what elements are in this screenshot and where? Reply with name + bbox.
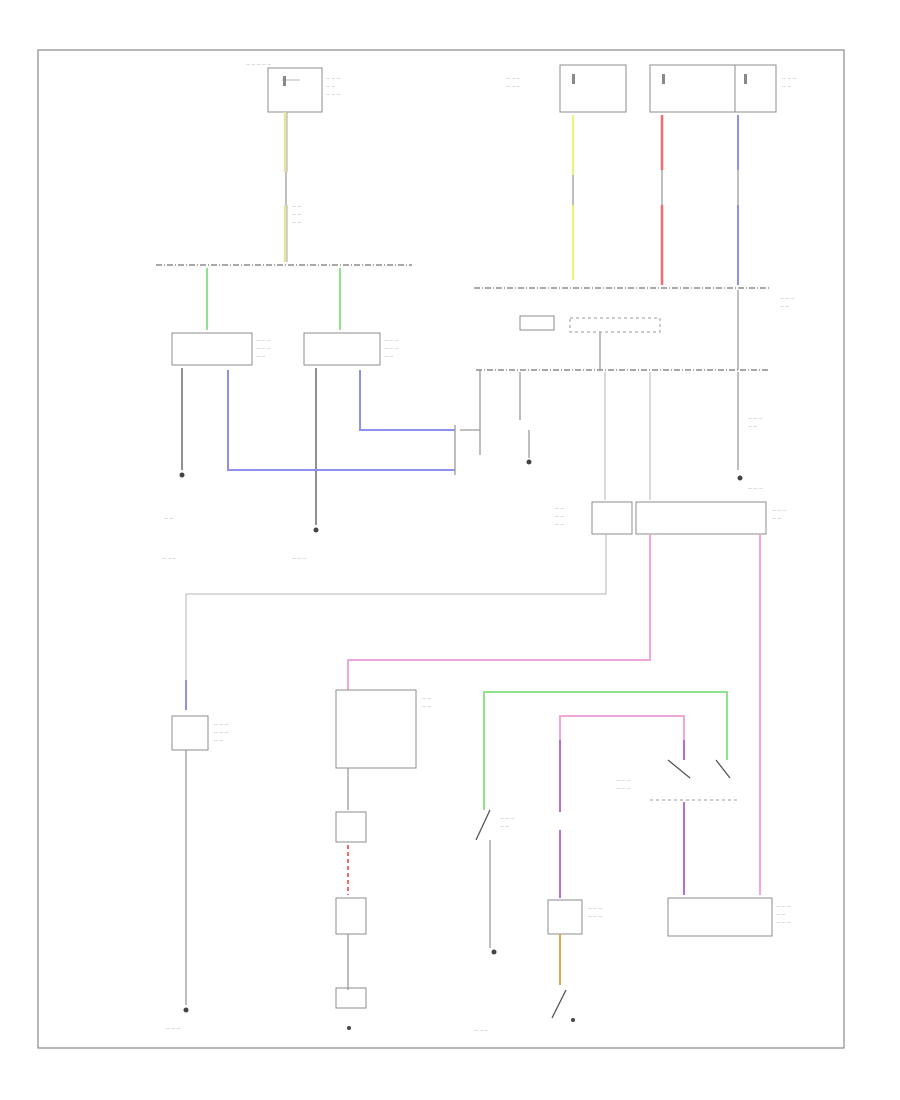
ground-2: [313, 527, 319, 533]
svg-text:— —: — —: [164, 516, 173, 521]
svg-text:— — —: — — —: [616, 778, 631, 783]
ground-8: [571, 1018, 575, 1022]
svg-text:— — —: — — —: [384, 346, 399, 351]
svg-text:— — —: — — —: [256, 338, 271, 343]
svg-text:— — —: — — —: [162, 556, 177, 561]
svg-text:— —: — —: [555, 514, 564, 519]
svg-text:— — —: — — —: [506, 76, 521, 81]
ground-7: [491, 949, 497, 955]
svg-text:— — —: — — —: [474, 1028, 489, 1033]
svg-text:— —: — —: [780, 304, 789, 309]
svg-text:— —: — —: [555, 506, 564, 511]
svg-text:— —: — —: [555, 522, 564, 527]
svg-text:— — —: — — —: [748, 416, 763, 421]
fuse-box-top-middle: — — — — — —: [506, 64, 627, 113]
relay-center-left: — — — — — — — —: [303, 332, 399, 366]
svg-text:— — —: — — —: [292, 556, 307, 561]
svg-text:— — —: — — —: [588, 906, 603, 911]
svg-text:— — —: — — —: [782, 76, 797, 81]
svg-text:— — —: — — —: [256, 346, 271, 351]
svg-text:— — —: — — —: [384, 338, 399, 343]
ground-6: [347, 1026, 351, 1030]
svg-text:— — —: — — —: [588, 914, 603, 919]
svg-text:— — —: — — —: [214, 730, 229, 735]
ground-4: [737, 475, 743, 481]
sensor-left-column: — — — — — — — —: [171, 715, 229, 751]
svg-text:— — —: — — —: [772, 508, 787, 513]
diagram-frame: [37, 49, 845, 1049]
svg-text:— — — — —: — — — — —: [246, 62, 271, 67]
svg-text:— — —: — — —: [776, 920, 791, 925]
svg-text:— — —: — — —: [780, 296, 795, 301]
svg-text:— —: — —: [422, 696, 431, 701]
svg-text:— —: — —: [214, 738, 223, 743]
svg-text:— —: — —: [422, 704, 431, 709]
svg-text:— —: — —: [500, 824, 509, 829]
svg-text:— — —: — — —: [748, 486, 763, 491]
wire-pink-center: [347, 534, 651, 690]
wire-gray-long: [185, 534, 607, 690]
svg-text:— —: — —: [748, 424, 757, 429]
svg-text:— —: — —: [772, 516, 781, 521]
svg-text:— — —: — — —: [326, 76, 341, 81]
ground-1: [179, 472, 185, 478]
fuse-box-top-right: — — — — —: [649, 64, 797, 113]
svg-text:— — —: — — —: [500, 816, 515, 821]
svg-text:— — —: — — —: [506, 84, 521, 89]
svg-text:— — —: — — —: [776, 904, 791, 909]
wire-green-lower: [483, 691, 728, 810]
svg-text:— —: — —: [292, 204, 301, 209]
fuse-box-top-left: — — — — — — — — — — — — —: [246, 62, 341, 113]
svg-text:— —: — —: [384, 354, 393, 359]
switch-lower-middle: — — — — — — — —: [474, 809, 515, 1033]
svg-text:— —: — —: [292, 220, 301, 225]
svg-text:— —: — —: [292, 212, 301, 217]
svg-text:— — —: — — —: [214, 722, 229, 727]
svg-text:— — —: — — —: [326, 92, 341, 97]
wire-blue-2: [359, 370, 455, 431]
junction-connector-right: [519, 290, 739, 370]
wire-yellow-left: [283, 112, 288, 262]
control-unit-center: — — — — — — — — — — —: [555, 501, 787, 535]
svg-text:— —: — —: [256, 354, 265, 359]
svg-text:— —: — —: [326, 84, 335, 89]
ground-5: [183, 1007, 189, 1013]
module-bottom-right: — — — — — — — —: [667, 897, 791, 937]
wire-blue-1: [227, 370, 455, 471]
control-module-middle: — — — —: [335, 689, 431, 769]
wire-pink-lower: [559, 715, 685, 810]
ground-3: [526, 459, 532, 465]
svg-text:— —: — —: [776, 912, 785, 917]
svg-text:— — —: — — —: [166, 1026, 181, 1031]
svg-text:— —: — —: [782, 84, 791, 89]
relay-left: — — — — — — — —: [171, 332, 271, 366]
svg-text:— — —: — — —: [616, 786, 631, 791]
